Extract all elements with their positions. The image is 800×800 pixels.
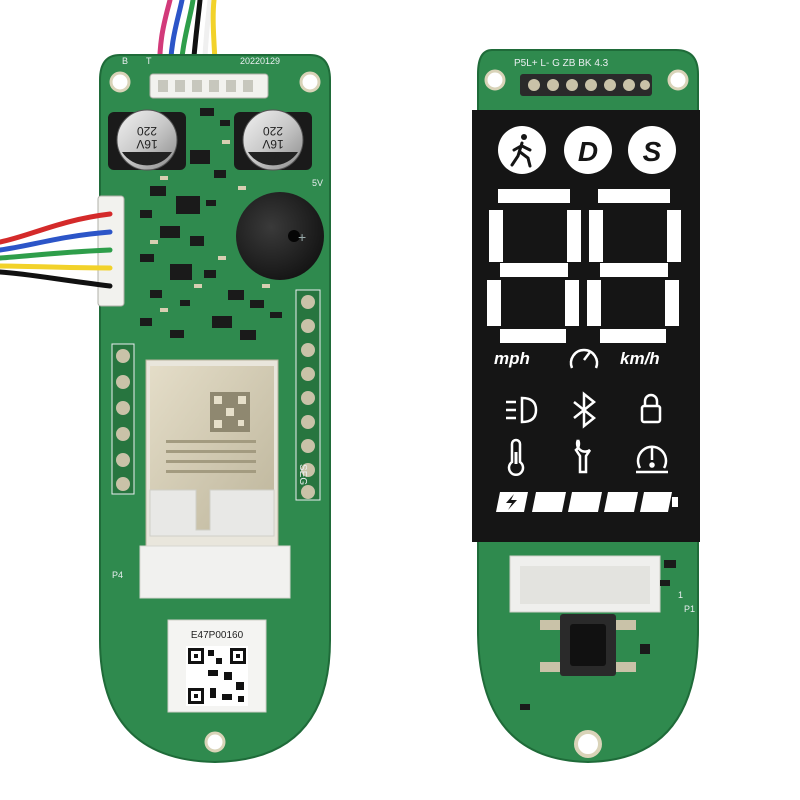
capacitor-right-value: 220 bbox=[263, 124, 283, 138]
bolt-icon bbox=[506, 494, 517, 510]
capacitor-left-voltage: 16V bbox=[136, 137, 157, 151]
mount-hole bbox=[109, 71, 131, 93]
mode-sport: S bbox=[628, 126, 676, 174]
capacitor-left: VP 16V 220 bbox=[108, 109, 186, 171]
speed-digit-1 bbox=[487, 189, 581, 343]
mount-hole bbox=[204, 731, 226, 753]
capacitor-right-series: VP bbox=[266, 149, 281, 161]
headlight-icon bbox=[506, 396, 538, 424]
mount-hole bbox=[484, 69, 506, 91]
pedestrian-walk-icon bbox=[510, 134, 532, 168]
mode-drive: D bbox=[564, 126, 612, 174]
right-pin-header bbox=[295, 289, 321, 501]
tire-pressure-icon bbox=[636, 445, 668, 474]
silk-t: T bbox=[146, 56, 152, 66]
silk-date: 20220129 bbox=[240, 56, 280, 66]
silk-b: B bbox=[122, 56, 128, 66]
silk-p1: P1 bbox=[684, 604, 695, 614]
silk-p4: P4 bbox=[112, 570, 123, 580]
mount-hole bbox=[299, 71, 321, 93]
battery-bar bbox=[496, 492, 678, 512]
capacitor-right: VP 16V 220 bbox=[234, 109, 312, 171]
wrench-icon bbox=[574, 439, 592, 474]
speed-digits-value: 88 bbox=[0, 0, 2, 1]
mount-hole bbox=[574, 730, 602, 758]
speed-digit-2 bbox=[587, 189, 681, 343]
mode-d-label: D bbox=[578, 136, 598, 167]
buzzer bbox=[236, 192, 324, 280]
lock-icon bbox=[640, 393, 662, 424]
mode-walk bbox=[498, 126, 546, 174]
speed-digits: 88 bbox=[0, 0, 681, 343]
label-code: E47P00160 bbox=[191, 630, 244, 641]
silk-1: 1 bbox=[678, 590, 683, 600]
thermometer-icon bbox=[507, 438, 525, 476]
unit-kmh: km/h bbox=[620, 349, 660, 368]
header-pin-labels: P5L+ L- G ZB BK 4.3 bbox=[514, 58, 609, 69]
capacitor-left-value: 220 bbox=[137, 124, 157, 138]
wireless-module bbox=[139, 359, 291, 599]
qr-label: E47P00160 bbox=[167, 619, 267, 713]
lcd-display: D S 88 mph km/h bbox=[0, 0, 700, 542]
svg-text:+: + bbox=[298, 229, 306, 245]
side-wire-bundle bbox=[0, 211, 113, 289]
left-pin-header bbox=[111, 343, 135, 495]
bluetooth-icon bbox=[573, 391, 597, 429]
capacitor-right-voltage: 16V bbox=[262, 137, 283, 151]
capacitor-left-series: VP bbox=[140, 149, 155, 161]
silk-5v: 5V bbox=[312, 178, 323, 188]
smd-components bbox=[140, 108, 282, 340]
header-pins bbox=[520, 74, 652, 96]
speedometer-icon bbox=[569, 348, 599, 369]
mount-hole bbox=[667, 69, 689, 91]
unit-mph: mph bbox=[494, 349, 530, 368]
right-pcb-board: P5L+ L- G ZB BK 4.3 D bbox=[0, 0, 700, 764]
tactile-button[interactable] bbox=[540, 614, 636, 676]
mode-s-label: S bbox=[643, 136, 662, 167]
silk-seg: SEG bbox=[297, 464, 308, 485]
left-pcb-board: B T 20220129 VP 16V 220 VP 16V 220 5V bbox=[0, 0, 331, 764]
